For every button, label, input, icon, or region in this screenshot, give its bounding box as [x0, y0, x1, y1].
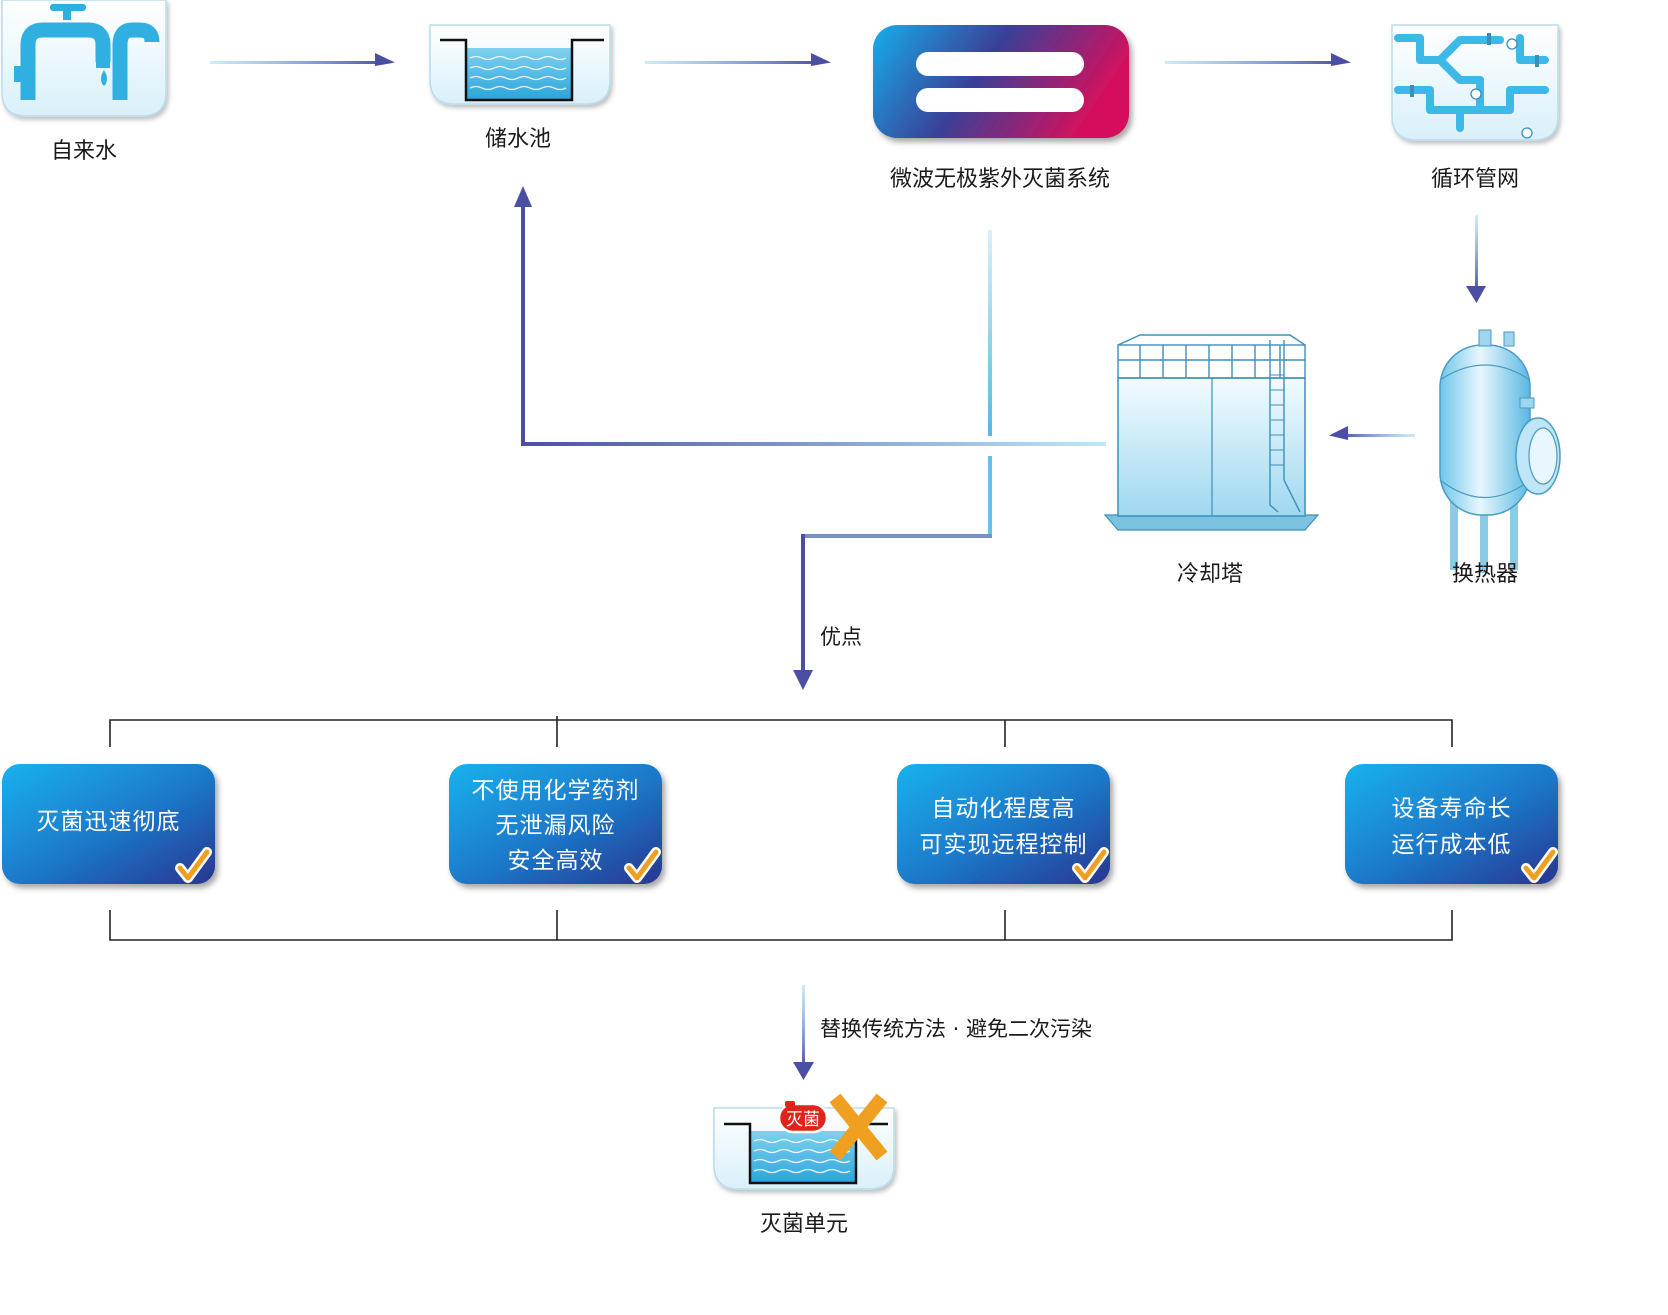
advantage-card-1	[2, 764, 215, 884]
tap-water-icon	[1, 0, 167, 117]
sterilization-badge: 灭菌	[777, 1101, 829, 1134]
advantage-text-2: 不使用化学药剂 无泄漏风险 安全高效	[449, 774, 662, 879]
advantage-line: 无泄漏风险	[495, 813, 616, 839]
heat-exchanger-label: 换热器	[1452, 562, 1518, 587]
reservoir-label: 储水池	[485, 127, 551, 152]
uv-system-label: 微波无极紫外灭菌系统	[890, 167, 1110, 192]
advantage-card-2	[449, 764, 662, 884]
sterilization-unit-icon: 灭菌	[713, 1093, 895, 1190]
advantage-line: 可实现远程控制	[919, 832, 1088, 858]
advantage-card-3	[897, 764, 1110, 884]
advantages-bracket	[109, 716, 1453, 941]
heat-exchanger-icon	[1439, 329, 1561, 573]
pipe-network-icon	[1391, 24, 1559, 141]
pipe-network-label: 循环管网	[1431, 167, 1519, 192]
cooling-tower-label: 冷却塔	[1177, 562, 1243, 587]
return-flow-line	[514, 186, 1106, 446]
svg-text:灭菌: 灭菌	[786, 1110, 820, 1130]
advantage-card-4	[1345, 764, 1558, 884]
advantage-text-3: 自动化程度高 可实现远程控制	[897, 791, 1110, 863]
flow-arrow-4	[1466, 215, 1486, 303]
replace-arrow	[793, 985, 814, 1080]
cooling-tower-icon	[1103, 334, 1320, 531]
advantage-line: 不使用化学药剂	[471, 778, 640, 804]
cross-icon	[829, 1093, 888, 1161]
reservoir-icon	[429, 24, 611, 105]
tap-label: 自来水	[51, 139, 117, 164]
sterilization-unit-label: 灭菌单元	[760, 1212, 848, 1237]
advantage-line: 灭菌迅速彻底	[36, 809, 181, 835]
advantage-line: 运行成本低	[1391, 832, 1512, 858]
flow-arrow-5	[1329, 426, 1415, 440]
advantage-line: 设备寿命长	[1391, 796, 1512, 822]
advantage-line: 自动化程度高	[931, 796, 1076, 822]
flow-arrow-2	[645, 53, 831, 66]
flow-arrow-3	[1165, 53, 1351, 66]
replace-note: 替换传统方法 · 避免二次污染	[820, 1017, 1092, 1041]
uv-system-icon	[873, 25, 1129, 138]
advantages-label: 优点	[820, 625, 862, 649]
advantage-line: 安全高效	[507, 848, 604, 874]
advantage-text-1: 灭菌迅速彻底	[2, 804, 215, 840]
uv-output-line	[793, 230, 992, 690]
advantage-text-4: 设备寿命长 运行成本低	[1345, 791, 1558, 863]
flow-arrow-1	[210, 53, 395, 66]
